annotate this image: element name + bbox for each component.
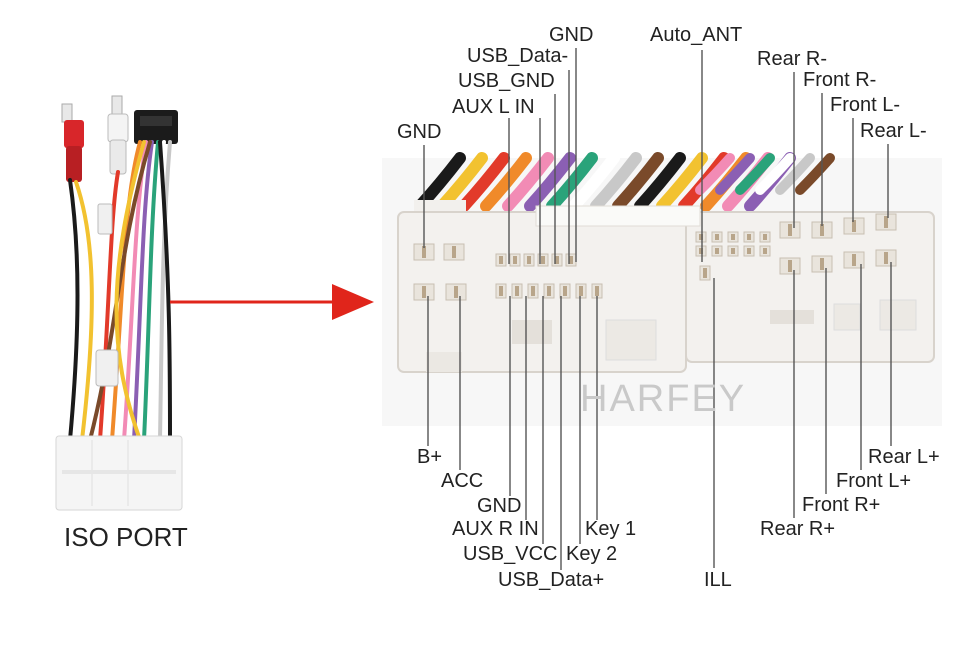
pin-contact <box>884 216 888 228</box>
pin-contact <box>555 256 559 264</box>
harness-wire <box>132 140 154 442</box>
pin-contact <box>703 268 707 278</box>
harness-wire <box>158 140 172 442</box>
pin-contact <box>595 286 599 296</box>
black-connector <box>134 110 178 144</box>
pin-contact <box>452 246 456 258</box>
pin-label-gnd-usb: GND <box>549 24 594 46</box>
connector-wire <box>524 152 576 212</box>
pin-contact <box>852 220 856 232</box>
pin-label-b-plus: B+ <box>417 446 443 468</box>
connector-wire <box>715 153 755 195</box>
pin-contact <box>531 286 535 296</box>
pin-contact <box>515 286 519 296</box>
pin-contact <box>563 286 567 296</box>
pin-label-usb-gnd: USB_GND <box>458 70 555 92</box>
pin-label-usb-vcc: USB_VCC <box>463 543 558 565</box>
harness-wire <box>142 140 160 442</box>
pin-contact <box>499 286 503 296</box>
watermark: HARFEY <box>580 378 747 420</box>
pin-contact <box>715 248 719 254</box>
pin-contact <box>731 248 735 254</box>
pin-contact <box>763 234 767 240</box>
pin-contact <box>422 286 426 298</box>
pin-label-gnd-left: GND <box>397 121 442 143</box>
harness-wire-bundle <box>68 140 172 442</box>
pin-contact <box>547 286 551 296</box>
pin-contact <box>715 234 719 240</box>
pin-label-front-r-minus: Front R- <box>803 69 877 91</box>
connector-wire <box>458 152 510 212</box>
connector-wire <box>656 152 708 212</box>
rca-plug-white <box>107 95 129 175</box>
pin-label-rear-l-minus: Rear L- <box>860 120 927 142</box>
pin-label-rear-r-minus: Rear R- <box>757 48 828 70</box>
pin-label-aux-r-in: AUX R IN <box>452 518 539 540</box>
pin-label-front-l-minus: Front L- <box>830 94 901 116</box>
harness-wire <box>114 140 146 442</box>
pin-contact <box>499 256 503 264</box>
pin-contact <box>699 248 703 254</box>
pin-contact <box>852 254 856 266</box>
pin-contact <box>788 260 792 272</box>
pin-label-rear-l-plus: Rear L+ <box>868 446 940 468</box>
pin-label-gnd-aux: GND <box>477 495 522 517</box>
harness-wire <box>74 180 94 442</box>
connector-wire <box>795 153 835 195</box>
pin-contact <box>820 258 824 270</box>
iso-port-caption: ISO PORT <box>64 522 188 552</box>
connector-wire <box>590 152 642 212</box>
pin-contact <box>747 234 751 240</box>
connector-wire <box>735 153 775 195</box>
pin-sockets <box>413 213 897 301</box>
pin-label-rear-r-plus: Rear R+ <box>760 518 836 540</box>
pin-contact <box>513 256 517 264</box>
pin-label-ill: ILL <box>704 569 732 591</box>
pin-label-aux-l-in: AUX L IN <box>452 96 535 118</box>
connector-wire <box>634 152 686 212</box>
pin-contact <box>422 246 426 258</box>
connector-wire <box>502 152 554 212</box>
pin-label-front-r-plus: Front R+ <box>802 494 881 516</box>
pin-contact <box>579 286 583 296</box>
connector-sticker <box>535 205 701 227</box>
connector-wire <box>480 152 532 212</box>
pin-label-auto-ant: Auto_ANT <box>650 24 743 46</box>
pin-label-usb-data-plus: USB_Data+ <box>498 569 605 591</box>
rca-plug-red <box>61 103 84 182</box>
pin-contact <box>527 256 531 264</box>
pin-contact <box>541 256 545 264</box>
connector-body-right <box>685 211 935 363</box>
connector-feet <box>426 299 917 372</box>
pin-contact <box>884 252 888 264</box>
connector-closeup <box>382 152 942 426</box>
pin-contact <box>569 256 573 264</box>
pin-label-acc: ACC <box>441 470 484 492</box>
pin-label-usb-data-minus: USB_Data- <box>467 45 569 67</box>
pin-label-key-1: Key 1 <box>585 518 637 540</box>
wire-tag <box>97 203 113 235</box>
pin-contact <box>788 224 792 236</box>
connector-wire <box>755 153 795 195</box>
harness-wire <box>68 178 80 442</box>
iso-connector-block <box>55 435 183 511</box>
wire-tag <box>95 349 119 387</box>
pin-contact <box>731 234 735 240</box>
harness-wire <box>158 140 172 442</box>
pin-contact <box>820 224 824 236</box>
connector-wires <box>414 152 835 212</box>
pin-label-front-l-plus: Front L+ <box>836 470 912 492</box>
pin-label-key-2: Key 2 <box>566 543 618 565</box>
connector-wire <box>612 152 664 212</box>
leader-lines <box>423 48 892 570</box>
pin-contact <box>454 286 458 298</box>
connector-wire <box>568 152 620 212</box>
pin-contact <box>699 234 703 240</box>
iso-harness-illustration <box>55 95 183 511</box>
pin-contact <box>747 248 751 254</box>
pin-contact <box>763 248 767 254</box>
